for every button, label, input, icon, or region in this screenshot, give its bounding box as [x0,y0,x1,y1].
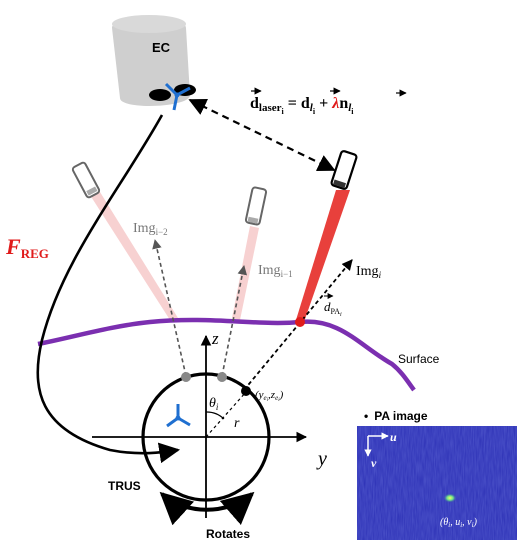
svg-text:dPAi: dPAi [324,299,342,318]
trus-point-i-minus-2 [181,372,191,382]
z-axis-label: z [211,329,219,348]
trus-label: TRUS [108,479,141,493]
pa-u-label: u [390,430,397,444]
img-i-minus-1-dashed-arrow [221,265,248,377]
pa-image-title: •PA image [364,409,428,423]
trus-point-i [241,386,251,396]
img-i-minus-1-label: Imgi−1 [258,263,293,279]
trus-frame-axes-icon [166,404,191,428]
tissue-surface-curve [37,317,416,392]
img-i-minus-2-dashed-arrow [152,239,187,377]
laser-beam-i-minus-2 [90,192,178,320]
camera-label: EC [152,40,171,55]
pa-v-label: v [371,456,377,470]
laser-emitter-i-minus-1 [244,186,268,226]
laser-equation: dlaseri=dli+λnli [250,87,407,116]
surface-label: Surface [398,352,440,366]
pa-signal-spot [443,493,457,503]
laser-vector-dashed-arrow [188,99,336,171]
trus-point-i-minus-1 [217,372,227,382]
point-coordinate-label: (yei,zei) [255,389,284,403]
radius-line [205,391,247,438]
camera-frame-axes-icon [164,82,191,111]
img-i-minus-2-label: Imgi−2 [133,221,168,237]
theta-label: θi [209,396,219,412]
pa-image-panel [357,426,517,540]
y-axis-label: y [316,448,327,470]
laser-surface-intersection-point [295,317,305,327]
laser-emitter-i [330,150,358,190]
f-reg-curve [36,114,181,464]
pa-point-label: (θi, ui, vi) [440,517,478,529]
rotation-arrow [159,491,255,526]
f-reg-label: FREG [5,234,49,261]
laser-beam-i [296,190,350,322]
theta-arc [205,411,225,420]
img-i-label: Imgi [356,264,382,280]
svg-text:dlaseri=dli+λnli: dlaseri=dli+λnli [250,95,354,116]
laser-emitter-i-minus-2 [71,161,101,199]
rotates-label: Rotates [206,527,250,541]
d-pa-label: dPAi [324,293,342,318]
radius-label: r [234,416,240,431]
